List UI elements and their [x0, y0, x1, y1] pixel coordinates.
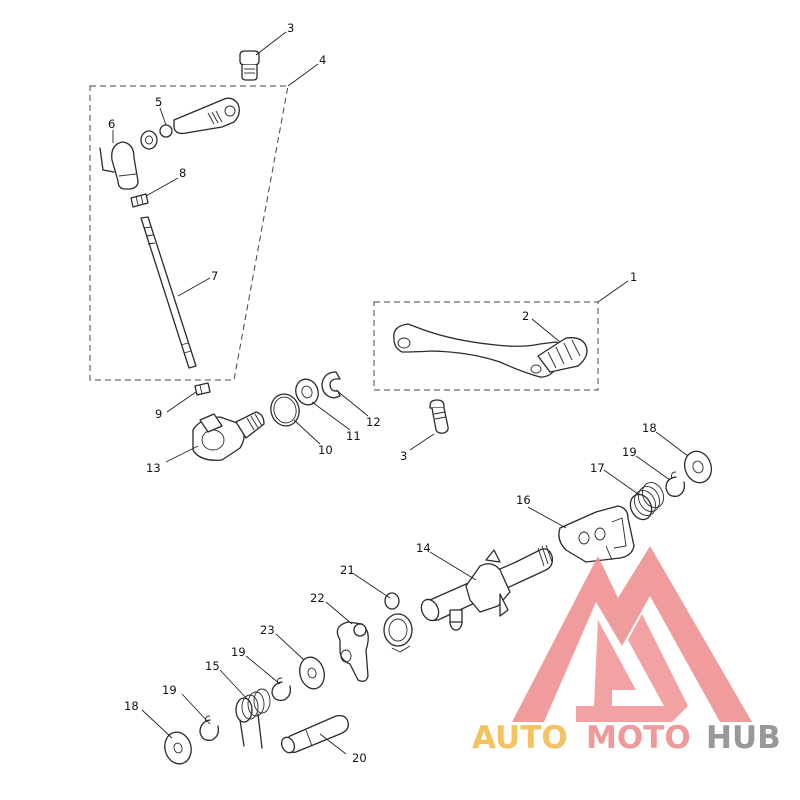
callout-23: 23 [260, 623, 275, 637]
pivot-pin [280, 714, 349, 754]
selector-plate [558, 505, 635, 563]
group-box-4 [89, 85, 289, 381]
callout-20: 20 [352, 751, 367, 765]
callout-17: 17 [590, 461, 605, 475]
rod-nut-lower [194, 382, 211, 396]
washer-18-upper [683, 450, 713, 484]
callout-7: 7 [211, 269, 218, 283]
callout-numbers: 3 4 5 6 8 7 9 10 11 12 13 1 2 3 18 19 17… [108, 21, 657, 765]
callout-19-middle: 19 [231, 645, 246, 659]
spring-21 [383, 592, 413, 653]
callout-6: 6 [108, 117, 115, 131]
callout-18-lower: 18 [124, 699, 139, 713]
e-clip [321, 371, 341, 399]
callout-19-upper: 19 [622, 445, 637, 459]
watermark: AUTO MOTO HUB [472, 546, 781, 756]
spring-17 [629, 482, 665, 521]
circlip-19-middle [271, 677, 292, 701]
circlip-19-lower [199, 715, 220, 741]
watermark-word-auto: AUTO [472, 720, 568, 756]
callout-12: 12 [366, 415, 381, 429]
detent-arm [336, 621, 369, 682]
shift-lever-clamp [192, 411, 265, 461]
shift-rod [140, 216, 197, 369]
washer-11 [295, 378, 319, 406]
callout-3-top: 3 [287, 21, 294, 35]
washer-18-lower [164, 731, 192, 765]
callout-10: 10 [318, 443, 333, 457]
bolt-top [239, 50, 260, 81]
leader-lines [112, 31, 689, 755]
circlip-19-upper [665, 471, 686, 497]
group-box-1 [373, 301, 599, 391]
torsion-spring [235, 688, 271, 749]
callout-21: 21 [340, 563, 355, 577]
callout-15: 15 [205, 659, 220, 673]
watermark-word-hub: HUB [706, 720, 781, 756]
bolt-lower [429, 399, 449, 434]
rod-nut-upper [130, 193, 149, 208]
gear-pedal [393, 323, 588, 378]
callout-22: 22 [310, 591, 325, 605]
shift-arm-ball-joint [140, 97, 240, 150]
callout-2: 2 [522, 309, 529, 323]
callout-9: 9 [155, 407, 162, 421]
callout-4: 4 [319, 53, 326, 67]
callout-14: 14 [416, 541, 431, 555]
callout-3-lower: 3 [400, 449, 407, 463]
callout-13: 13 [146, 461, 161, 475]
callout-19-lower: 19 [162, 683, 177, 697]
callout-5: 5 [155, 95, 162, 109]
callout-18-upper: 18 [642, 421, 657, 435]
callout-8: 8 [179, 166, 186, 180]
washer-23 [299, 656, 325, 690]
automotohub-logo-mark [512, 546, 752, 722]
watermark-word-moto: MOTO [586, 720, 691, 756]
callout-16: 16 [516, 493, 531, 507]
selector-shaft [420, 544, 554, 631]
callout-11: 11 [346, 429, 361, 443]
o-ring [270, 393, 300, 427]
rubber-boot [99, 141, 139, 190]
callout-1: 1 [630, 270, 637, 284]
